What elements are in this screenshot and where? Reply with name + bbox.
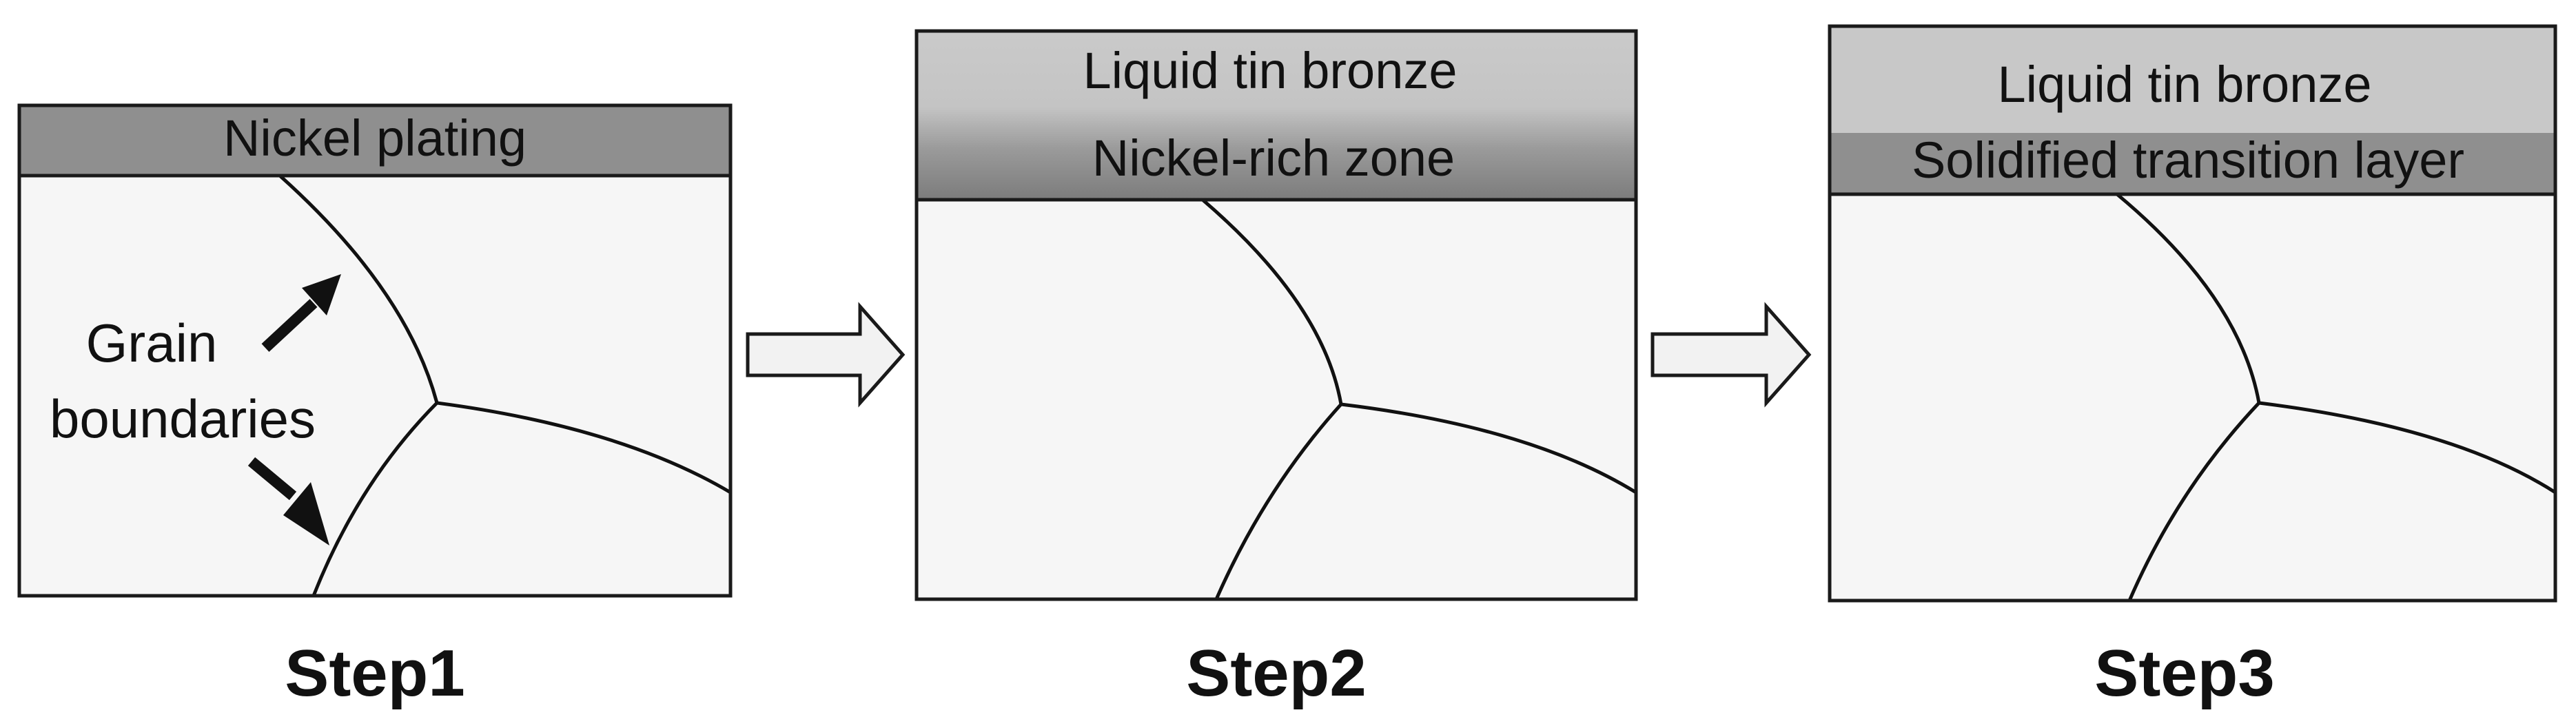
step2-label: Step2 xyxy=(1186,636,1366,710)
step3-panel: Liquid tin bronze Solidified transition … xyxy=(1828,24,2557,603)
step1-grain-boundary-lower xyxy=(311,402,438,596)
step3-grain-boundary-lower xyxy=(2127,402,2260,601)
step2-substrate xyxy=(917,200,1636,599)
step3-frame xyxy=(1828,24,2557,603)
upper-pointer-arrow xyxy=(261,274,341,352)
lower-pointer-arrow xyxy=(247,457,329,545)
step1-nickel-plating-layer xyxy=(19,105,730,176)
step1-nickel-plating-label: Nickel plating xyxy=(223,110,527,167)
step2-top-layers xyxy=(917,31,1636,200)
step2-panel: Liquid tin bronze Nickel-rich zone xyxy=(914,29,1638,601)
step2-grain-boundary-right xyxy=(1340,402,1637,495)
step1-grain-boundary-right xyxy=(436,401,732,495)
step3-solidified-transition-layer xyxy=(1830,133,2555,194)
step3-substrate xyxy=(1830,194,2555,601)
step3-solidified-transition-label: Solidified transition layer xyxy=(1912,132,2464,189)
step2-liquid-tin-bronze-label: Liquid tin bronze xyxy=(1083,42,1457,99)
step3-grain-boundary-right xyxy=(2258,401,2557,495)
step3-liquid-tin-bronze-label: Liquid tin bronze xyxy=(1997,56,2371,113)
step3-liquid-tin-bronze-layer xyxy=(1830,26,2555,133)
step2-grain-boundary-upper xyxy=(1201,198,1343,405)
step3-label: Step3 xyxy=(2094,636,2274,710)
step1-substrate xyxy=(19,176,730,596)
step1-grain-boundary-upper xyxy=(278,174,439,404)
grain-boundaries-label-line1: Grain xyxy=(86,313,218,373)
step2-grain-boundary-lower xyxy=(1214,403,1342,601)
step3-grain-boundary-upper xyxy=(2116,193,2261,404)
step1-frame xyxy=(17,103,733,598)
step2-frame xyxy=(914,29,1638,601)
step1-label: Step1 xyxy=(285,636,464,710)
step1-panel: Nickel plating Grain boundaries xyxy=(17,103,733,598)
grain-boundaries-label-line2: boundaries xyxy=(50,388,316,449)
process-arrow-1 xyxy=(746,302,906,408)
step2-nickel-rich-zone-label: Nickel-rich zone xyxy=(1092,129,1455,187)
process-arrow-2 xyxy=(1650,302,1812,408)
